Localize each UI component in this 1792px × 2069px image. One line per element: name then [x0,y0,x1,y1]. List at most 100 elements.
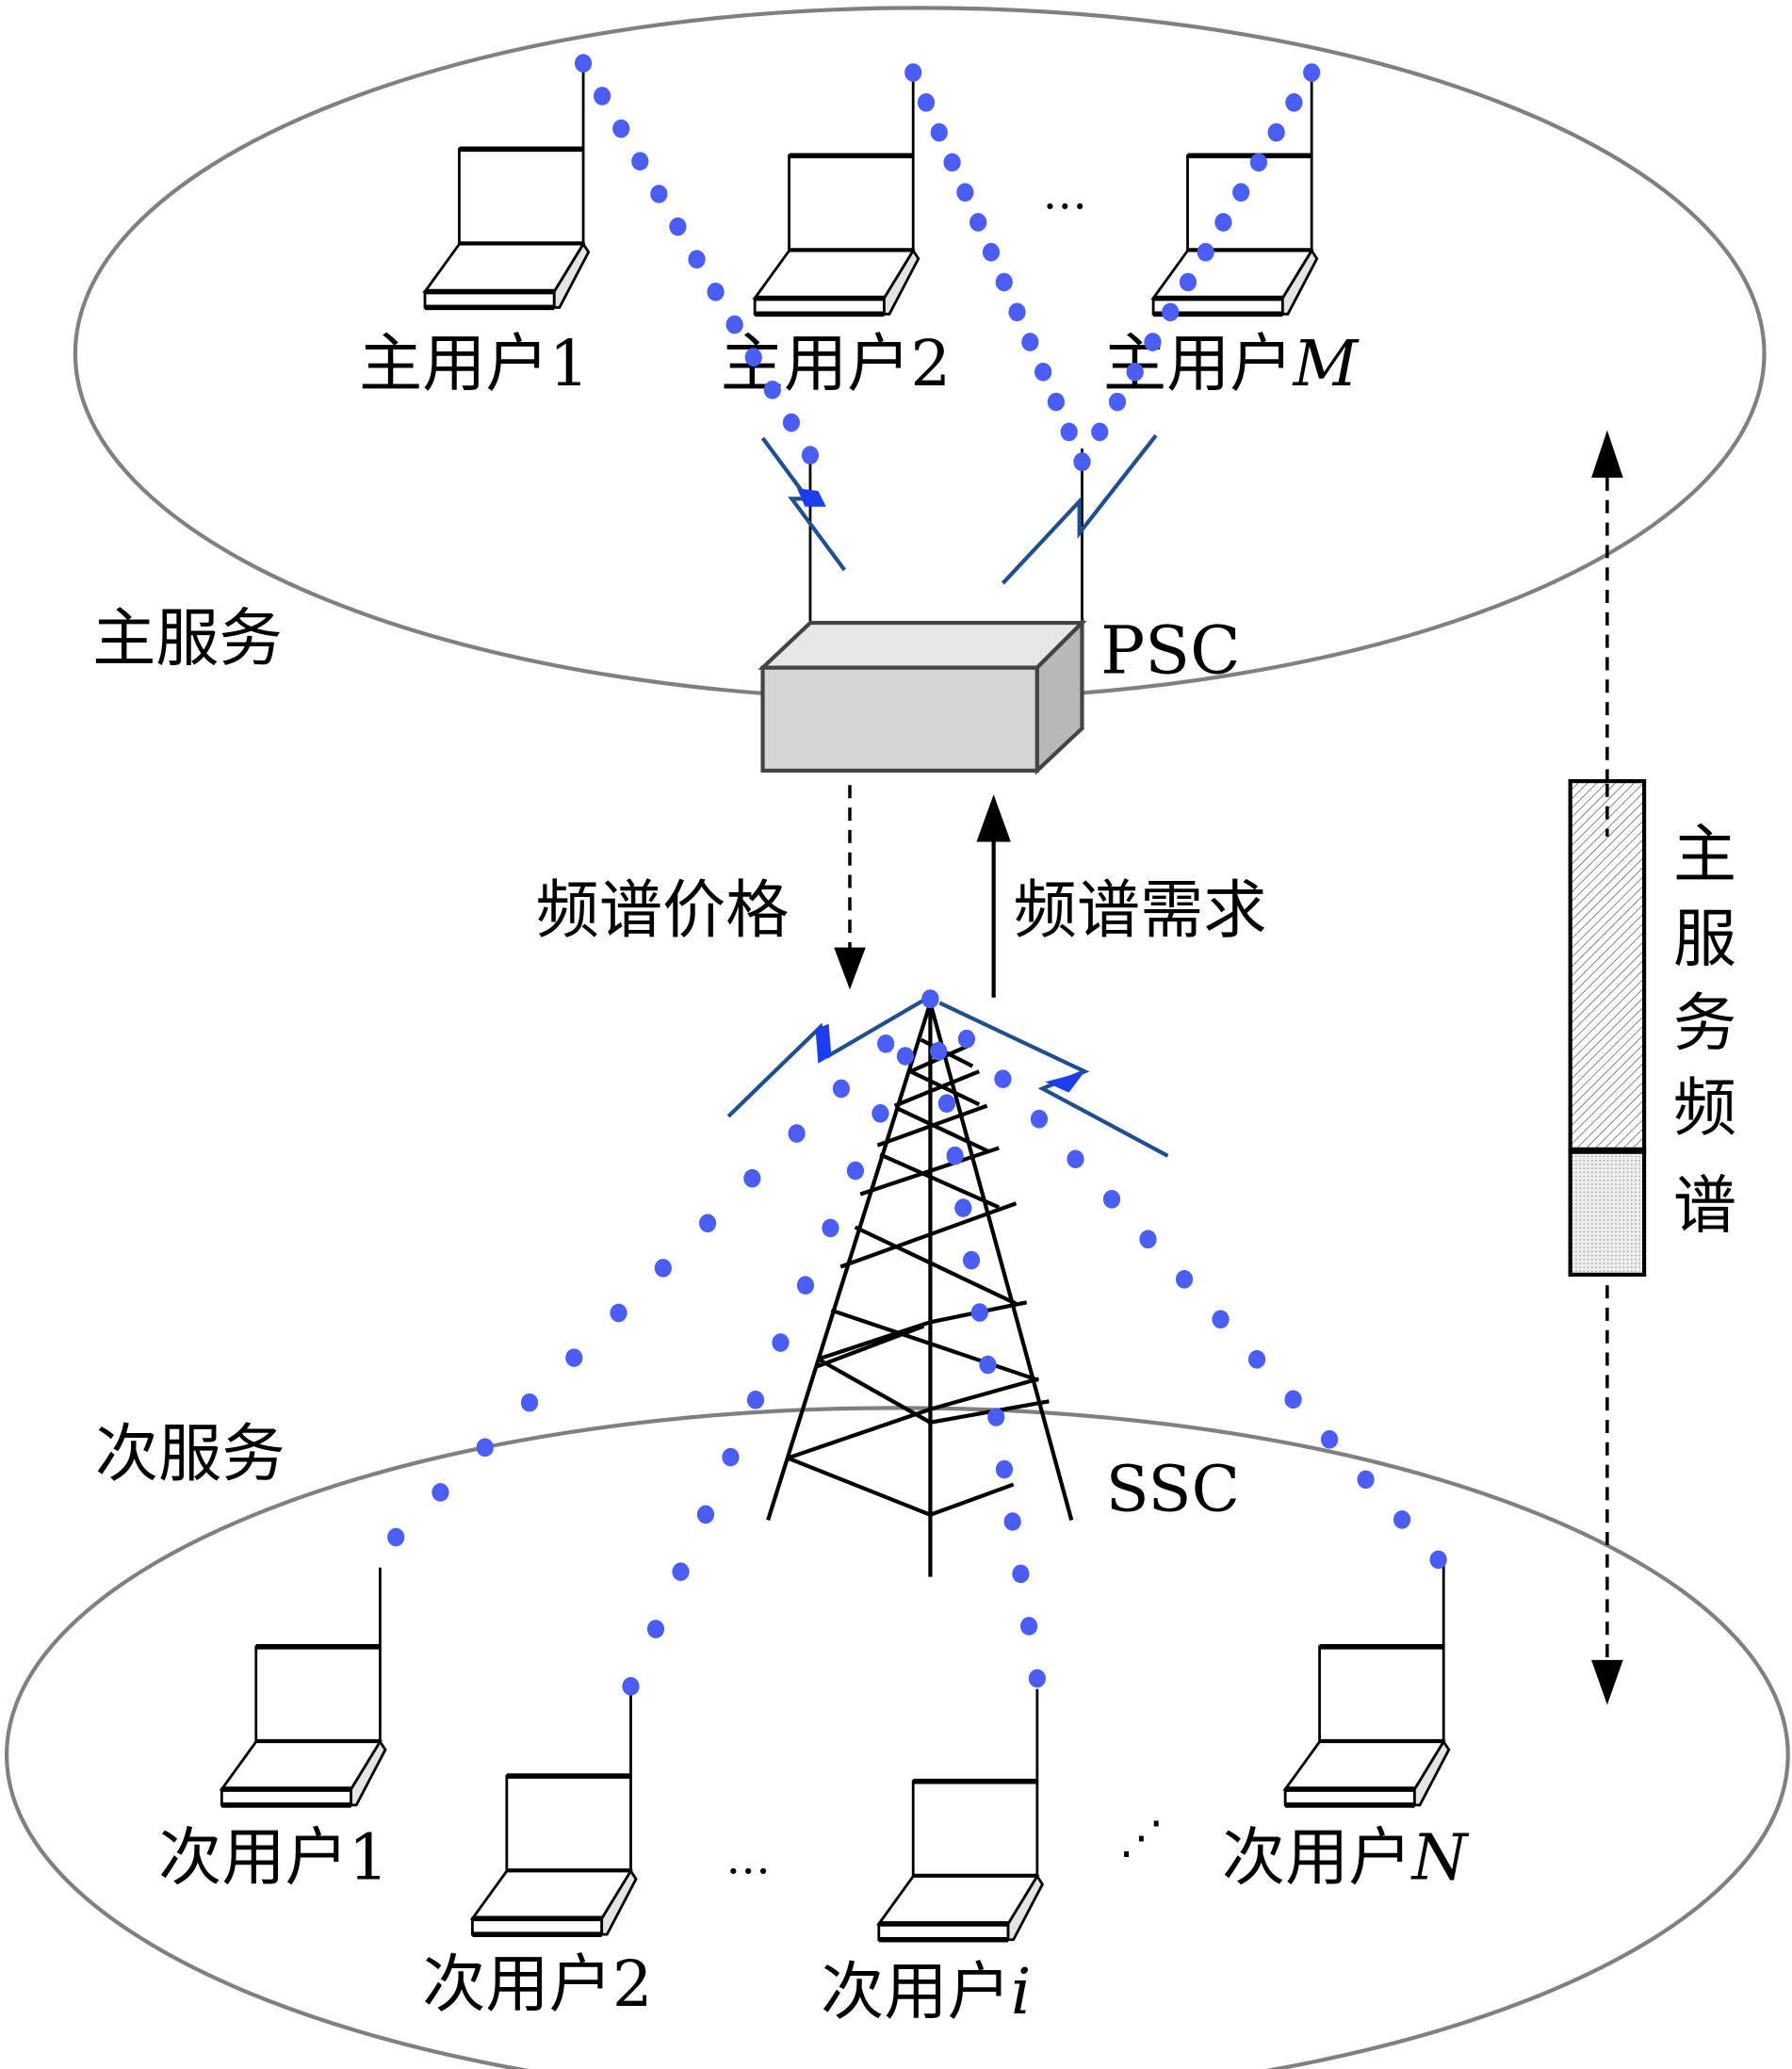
signal-dot [877,1034,895,1053]
signal-dot [763,381,781,399]
psc-right-signal-icon [1001,433,1158,585]
ssc-right-signal-icon [938,1001,1169,1158]
secondary-service-label: 次服务 [95,1417,285,1491]
ssc-tower-icon [766,1002,1074,1577]
signal-dot [995,272,1013,292]
signal-dot [846,1161,865,1181]
secondary-user-n-label: 次用户N [1222,1820,1470,1894]
signal-dot [896,1047,915,1066]
signal-paths [387,54,1447,1696]
signal-dot [1144,333,1162,351]
signal-dot [957,1029,976,1049]
signal-dot [698,1214,717,1233]
primary-users-ellipsis: … [1042,168,1087,220]
signal-dot [872,1103,889,1123]
spectrum-demand-label: 频谱需求 [1014,873,1267,947]
signal-dot [1003,1512,1021,1531]
signal-dot [987,1408,1005,1426]
secondary-user-i-label: 次用户i [821,1955,1031,2028]
spectrum-bar-occupied [1568,779,1647,1153]
signal-dot [610,1303,627,1323]
secondary-user-n-laptop-icon [1285,1556,1449,1805]
ssc-left-signal-icon [726,998,925,1118]
signal-dot [565,1348,583,1367]
signal-dot [1212,1310,1230,1329]
signal-dot [937,1094,955,1113]
signal-dot [1285,93,1303,112]
signal-dot [1197,242,1214,262]
signal-dot [1320,1430,1339,1449]
signal-dot [1012,1564,1030,1584]
psc-box-icon [758,617,1087,775]
signal-dot [917,93,936,112]
signal-dot [1030,1109,1049,1129]
spectrum-bar-free [1568,1149,1647,1277]
signal-dot [979,1355,997,1375]
signal-dot [822,1218,839,1238]
signal-dot [970,1303,988,1322]
secondary-user-1-laptop-icon [221,1567,385,1805]
signal-dot [904,63,922,82]
signal-dot [1034,363,1052,382]
signal-dot [1214,213,1232,232]
svg-text:务: 务 [1673,986,1736,1060]
signal-dot [1429,1550,1447,1570]
spectrum-price-arrow [834,785,866,990]
signal-dot [594,87,611,106]
signal-dot [1028,1669,1046,1688]
signal-dot [962,1250,981,1270]
signal-dot [432,1483,449,1502]
signal-dot [782,413,800,432]
signal-dot [1139,1230,1157,1249]
signal-dot [1357,1470,1375,1490]
signal-dot [832,1079,850,1099]
secondary-users-ellipsis-diagonal: ⋰ [1119,1812,1165,1864]
secondary-user-1-label: 次用户1 [158,1820,388,1894]
signal-dot [650,185,668,204]
signal-dot [1102,1189,1121,1209]
svg-text:主: 主 [1673,818,1736,891]
signal-dot [725,315,743,334]
secondary-service-region [5,1406,1790,2069]
signal-dot [1020,1617,1038,1636]
spectrum-price-label: 频谱价格 [536,873,790,947]
signal-dot [520,1393,539,1412]
signal-dot [1267,122,1285,142]
signal-dot [982,242,1001,262]
signal-dot [930,1041,948,1061]
signal-dot [1073,452,1091,471]
signal-dot [574,54,593,73]
spectrum-bar-label: 主 服 务 频 谱 [1673,818,1736,1243]
primary-user-m-label: 主用户M [1103,327,1360,400]
psc-left-signal-icon [760,436,847,572]
signal-dot [956,183,974,202]
signal-dot [722,1447,740,1467]
signal-dot [1008,302,1026,322]
secondary-users-ellipsis: … [725,1833,771,1885]
signal-dot [946,1146,964,1165]
signal-dot [1091,422,1109,442]
signal-dot [1021,333,1039,351]
signal-dot [995,1459,1014,1479]
signal-dot [672,1562,690,1582]
signal-dot [788,1124,806,1143]
signal-dot [476,1438,494,1458]
secondary-user-2-label: 次用户2 [422,1947,652,2021]
signal-dot [1175,1269,1194,1289]
signal-dot [1393,1510,1411,1529]
signal-dot [1303,63,1321,82]
primary-service-label: 主服务 [92,601,283,675]
primary-user-2-laptop-icon [755,73,919,314]
signal-dot [696,1505,715,1524]
signal-dot [969,213,987,232]
signal-dot [1232,183,1250,202]
ssc-label: SSC [1106,1453,1240,1526]
signal-dot [622,1677,640,1696]
primary-user-1-laptop-icon [425,63,589,307]
signal-dot [387,1527,405,1547]
signal-dot [746,1391,765,1409]
signal-dot [743,1168,761,1188]
svg-text:频: 频 [1673,1071,1736,1145]
svg-text:谱: 谱 [1673,1168,1736,1242]
